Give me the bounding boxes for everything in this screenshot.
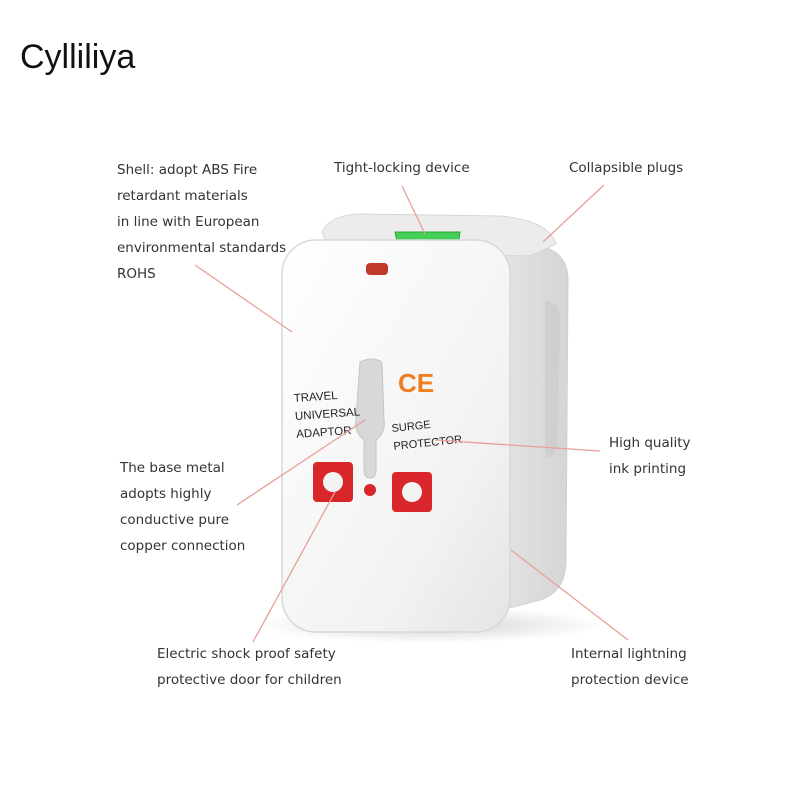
leader-shock xyxy=(252,491,336,643)
leader-shell xyxy=(194,264,293,333)
surge-line-1: SURGE xyxy=(391,419,431,435)
callout-metal-line-4: copper connection xyxy=(120,538,246,554)
leader-ink xyxy=(434,439,601,452)
callout-metal-line-2: adopts highly xyxy=(120,486,212,502)
callout-ink-line-2: ink printing xyxy=(609,461,687,477)
leader-lightning xyxy=(510,549,629,641)
leader-plugs xyxy=(542,184,605,243)
earth-pin-hole xyxy=(364,484,376,496)
left-socket-pin xyxy=(323,472,343,492)
travel-line-3: ADAPTOR xyxy=(296,425,352,441)
callout-ink-line-1: High quality xyxy=(609,435,691,451)
callout-metal: The base metal adopts highly conductive … xyxy=(120,455,245,559)
callout-ink: High quality ink printing xyxy=(609,430,691,482)
callout-shell-line-3: in line with European xyxy=(117,214,260,230)
travel-line-2: UNIVERSAL xyxy=(295,406,361,423)
callout-shell: Shell: adopt ABS Fire retardant material… xyxy=(117,157,286,287)
callout-metal-line-1: The base metal xyxy=(120,460,225,476)
travel-line-1: TRAVEL xyxy=(293,390,338,405)
travel-marking: TRAVEL UNIVERSAL ADAPTOR xyxy=(293,388,364,441)
adapter-body: CE TRAVEL UNIVERSAL ADAPTOR SURGE PROTEC… xyxy=(281,213,569,633)
callout-plugs-line-1: Collapsible plugs xyxy=(569,160,684,176)
indicator-light xyxy=(366,263,388,275)
plug-slot-groove xyxy=(545,300,560,458)
center-socket-slot xyxy=(355,358,385,479)
callout-shock-line-2: protective door for children xyxy=(157,672,342,688)
leader-metal xyxy=(236,419,366,506)
adapter-front-face xyxy=(281,239,511,633)
callout-lock-line-1: Tight-locking device xyxy=(334,160,470,176)
callout-metal-line-3: conductive pure xyxy=(120,512,230,528)
callout-lightning: Internal lightning protection device xyxy=(571,641,689,693)
leader-lock xyxy=(401,185,426,235)
callout-shell-line-5: ROHS xyxy=(117,266,156,282)
callout-lock: Tight-locking device xyxy=(334,155,470,181)
callout-plugs: Collapsible plugs xyxy=(569,155,683,181)
callout-shock: Electric shock proof safety protective d… xyxy=(157,641,342,693)
callout-shell-line-4: environmental standards xyxy=(117,240,287,256)
callout-shell-line-2: retardant materials xyxy=(117,188,248,204)
callout-shock-line-1: Electric shock proof safety xyxy=(157,646,336,662)
ce-mark: CE xyxy=(398,368,434,398)
callout-lightning-line-2: protection device xyxy=(571,672,689,688)
callout-shell-line-1: Shell: adopt ABS Fire xyxy=(117,162,258,178)
brand-logo-text: Cylliliya xyxy=(20,38,136,76)
right-socket-pin xyxy=(402,482,422,502)
callout-lightning-line-1: Internal lightning xyxy=(571,646,687,662)
